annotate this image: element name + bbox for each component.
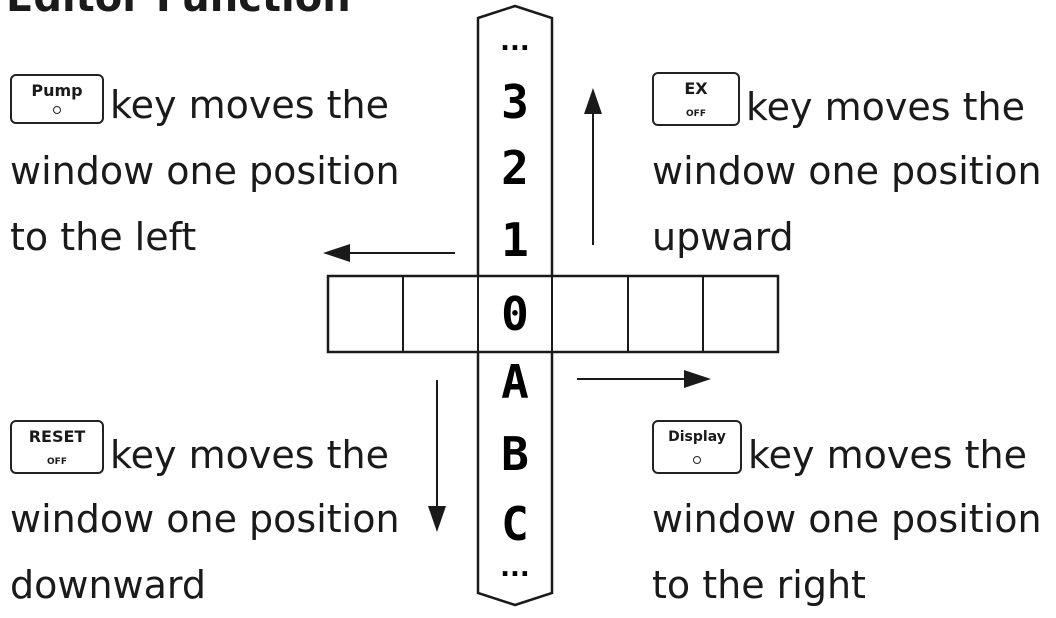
strip-letter-c: C: [501, 497, 529, 551]
pump-key-label: Pump: [31, 81, 83, 100]
desc-up-line-1: key moves the: [746, 85, 1025, 129]
desc-right: Display key moves the window one positio…: [652, 420, 1042, 618]
strip-digit-3: 3: [501, 75, 529, 129]
strip-digit-0: 0: [501, 287, 529, 341]
desc-down-line-2: window one position: [10, 497, 400, 541]
strip-letter-a: A: [501, 355, 529, 409]
ex-key[interactable]: EX OFF: [652, 72, 740, 126]
strip-bottom-ellipsis: ...: [500, 553, 530, 583]
strip-top-ellipsis: ...: [500, 27, 530, 57]
desc-down: RESET OFF key moves the window one posit…: [10, 420, 400, 618]
display-key-dot-icon: [693, 456, 701, 464]
reset-key-sub: OFF: [47, 457, 67, 467]
arrow-right-icon: [577, 370, 711, 388]
strip-digit-2: 2: [501, 141, 529, 195]
arrow-left-icon: [323, 244, 455, 262]
display-key[interactable]: Display: [652, 420, 742, 474]
arrow-up-icon: [584, 88, 602, 245]
display-key-label: Display: [668, 429, 726, 445]
ex-key-sub: OFF: [686, 109, 706, 119]
desc-up-line-2: window one position: [652, 149, 1042, 193]
pump-key[interactable]: Pump: [10, 74, 104, 124]
desc-right-line-3: to the right: [652, 563, 866, 607]
page-title: Editor Function: [6, 0, 351, 18]
ex-key-label: EX: [684, 79, 708, 98]
reset-key-label: RESET: [28, 427, 86, 446]
desc-left: Pump key moves the window one position t…: [10, 72, 400, 270]
desc-left-line-1: key moves the: [110, 83, 389, 127]
desc-left-line-3: to the left: [10, 215, 197, 259]
desc-up-line-3: upward: [652, 215, 794, 259]
reset-key[interactable]: RESET OFF: [10, 420, 104, 474]
desc-down-line-3: downward: [10, 563, 206, 607]
desc-up: EX OFF key moves the window one position…: [652, 72, 1042, 270]
desc-right-line-1: key moves the: [748, 433, 1027, 477]
strip-digit-1: 1: [501, 213, 529, 267]
desc-down-line-1: key moves the: [110, 433, 389, 477]
arrow-down-icon: [428, 380, 446, 532]
strip-letter-b: B: [501, 427, 529, 481]
desc-right-line-2: window one position: [652, 497, 1042, 541]
desc-left-line-2: window one position: [10, 149, 400, 193]
pump-key-dot-icon: [53, 106, 61, 114]
